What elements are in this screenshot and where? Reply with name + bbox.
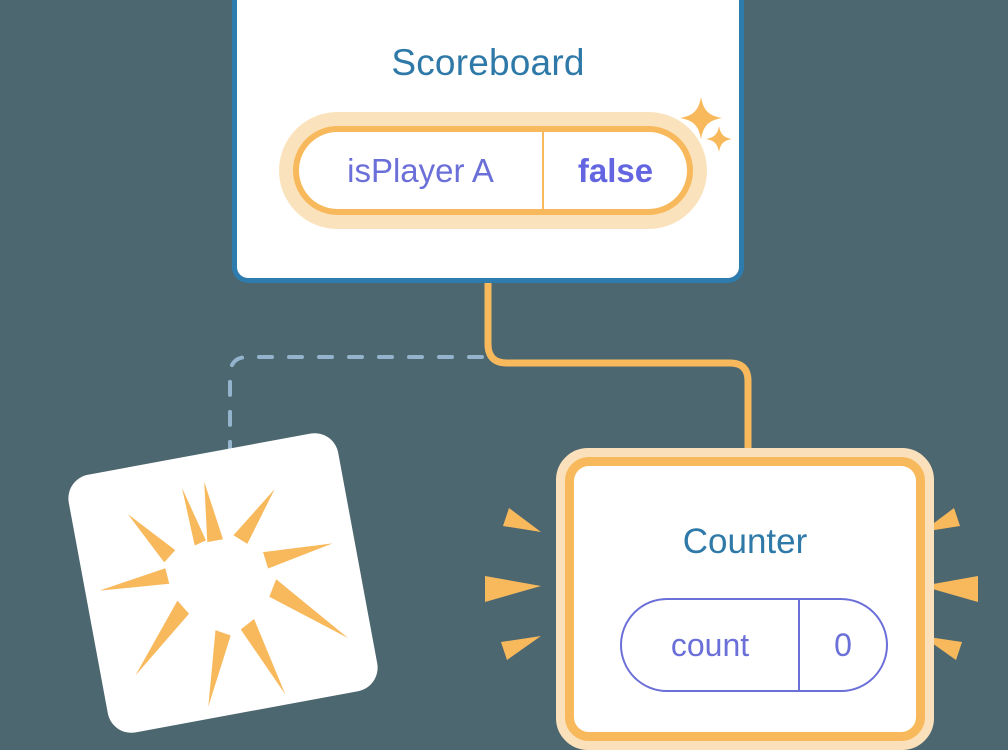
- counter-state-pill[interactable]: count 0: [620, 598, 888, 692]
- counter-card-body: Counter count 0: [565, 457, 925, 741]
- scoreboard-pill-glow: isPlayer A false: [279, 112, 707, 229]
- scoreboard-state-pill[interactable]: isPlayer A false: [279, 112, 707, 229]
- scoreboard-pill-key: isPlayer A: [299, 132, 544, 209]
- scoreboard-card[interactable]: Scoreboard isPlayer A false: [232, 0, 744, 283]
- scoreboard-pill-body: isPlayer A false: [293, 126, 693, 215]
- ray-left-mid: [485, 576, 541, 602]
- ray-left-top: [503, 508, 541, 532]
- scoreboard-pill-value: false: [577, 151, 654, 189]
- left-placeholder-card[interactable]: [64, 429, 382, 737]
- solid-connector-scoreboard-to-counter: [484, 281, 752, 458]
- sparkle-small-icon: [706, 126, 732, 152]
- counter-title: Counter: [682, 522, 808, 561]
- counter-card[interactable]: Counter count 0: [556, 448, 934, 750]
- scoreboard-title: Scoreboard: [391, 42, 585, 83]
- burst-icon: [99, 481, 349, 707]
- sparkle-large-icon: [680, 97, 722, 139]
- counter-pill-value: 0: [834, 626, 852, 663]
- ray-left-bottom: [501, 636, 541, 660]
- counter-pill-key: count: [622, 600, 800, 690]
